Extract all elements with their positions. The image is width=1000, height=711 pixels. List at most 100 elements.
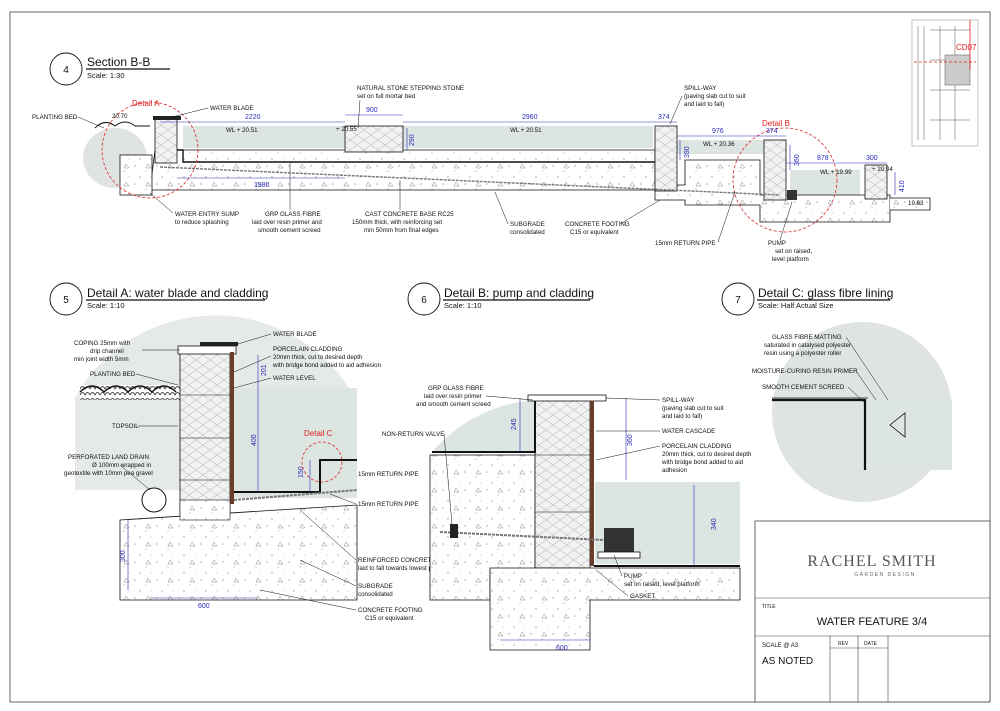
label-water-blade: WATER BLADE bbox=[210, 105, 254, 112]
label-a-water-level: WATER LEVEL bbox=[273, 375, 316, 382]
label-a-base-2: laid to fall towards lowest pool bbox=[358, 565, 440, 572]
label-c-matting-2: saturated in catalysed polyester bbox=[764, 342, 851, 349]
detail-a-water bbox=[232, 388, 357, 498]
label-grp-1: GRP GLASS FIBRE bbox=[265, 211, 321, 218]
left-wall bbox=[154, 117, 178, 164]
detail-c-ref: Detail C bbox=[304, 429, 333, 438]
detail-a-dim-300: 300 bbox=[120, 550, 127, 562]
label-stepping-stone-1: NATURAL STONE STEPPING STONE bbox=[357, 85, 464, 92]
label-sump-1: WATER-ENTRY SUMP bbox=[175, 211, 239, 218]
label-a-drain-2: Ø 100mm wrapped in bbox=[92, 462, 152, 469]
label-footing-1: CONCRETE FOOTING bbox=[565, 221, 630, 228]
detail-b-dim-245: 245 bbox=[511, 418, 518, 430]
level-2070: 20.70 bbox=[112, 113, 128, 120]
label-a-subgrade-1: SUBGRADE bbox=[358, 583, 393, 590]
level-wl1999: WL + 19.99 bbox=[820, 169, 852, 176]
label-b-pump-1: PUMP bbox=[624, 573, 642, 580]
level-wl2051a: WL + 20.51 bbox=[226, 127, 258, 134]
detail-a-title: Detail A: water blade and cladding bbox=[87, 286, 268, 300]
label-b-spillway-2: (paving slab cut to suit bbox=[662, 405, 724, 412]
label-a-subgrade-2: consolidated bbox=[358, 591, 393, 598]
detail-a-wall bbox=[179, 351, 231, 521]
label-pump-3: level platform bbox=[772, 256, 809, 263]
detail-a-ref: Detail A bbox=[132, 99, 160, 108]
water-entry-sump bbox=[119, 154, 153, 196]
label-a-coping-3: min joint width 5mm bbox=[74, 356, 129, 363]
label-footing-2: C15 or equivalent bbox=[570, 229, 619, 236]
spillway-wall bbox=[654, 125, 678, 192]
detail-b-non-return-valve bbox=[450, 524, 458, 538]
date-label: DATE bbox=[864, 641, 878, 647]
label-stepping-stone-2: set on full mortar bed bbox=[357, 93, 416, 100]
detail-a-number: 5 bbox=[63, 295, 69, 306]
label-a-footing-2: C15 or equivalent bbox=[365, 615, 414, 622]
detail-c-number: 7 bbox=[735, 295, 741, 306]
lower-pool-water bbox=[790, 170, 860, 196]
detail-b-dim-340: 340 bbox=[711, 518, 718, 530]
detail-c-lining bbox=[772, 398, 867, 470]
title-label: TITLE bbox=[762, 604, 776, 610]
label-a-base-1: REINFORCED CONCRETE BASE bbox=[358, 557, 454, 564]
section-bb-title: Section B-B bbox=[87, 55, 150, 69]
label-a-return-pipe: 15mm RETURN PIPE bbox=[358, 501, 419, 508]
level-wl2051b: WL + 20.51 bbox=[510, 127, 542, 134]
label-b-return-pipe: 15mm RETURN PIPE bbox=[358, 471, 419, 478]
return-pipe bbox=[159, 166, 781, 196]
brand-sub: GARDEN DESIGN bbox=[854, 572, 915, 578]
label-base-2: 150mm thick, with reinforcing set bbox=[352, 219, 442, 226]
lower-wall bbox=[864, 164, 888, 200]
dim-2220: 2220 bbox=[245, 114, 261, 121]
detail-b-dim-360: 360 bbox=[627, 434, 634, 446]
upper-pool-water bbox=[183, 126, 653, 148]
detail-a-land-drain bbox=[141, 487, 167, 513]
section-bb: 4 Section B-B Scale: 1:30 bbox=[32, 52, 931, 263]
section-bb-dimensions bbox=[160, 114, 896, 195]
detail-a-dim-600: 600 bbox=[198, 603, 210, 610]
detail-a-dim-400: 400 bbox=[251, 434, 258, 446]
dim-1980: 1980 bbox=[254, 182, 270, 189]
label-b-porcelain-3: with bridge bond added to aid bbox=[661, 459, 744, 466]
label-a-footing-1: CONCRETE FOOTING bbox=[358, 607, 423, 614]
label-b-porcelain-2: 20mm thick, cut to desired depth bbox=[662, 451, 752, 458]
label-b-spillway-3: and laid to fall) bbox=[662, 413, 702, 420]
detail-b-callout bbox=[732, 127, 838, 233]
label-b-gasket: GASKET bbox=[630, 593, 655, 600]
label-base-1: CAST CONCRETE BASE RC25 bbox=[365, 211, 454, 218]
sheet-title: WATER FEATURE 3/4 bbox=[817, 616, 927, 628]
label-b-spillway-1: SPILL-WAY bbox=[662, 397, 694, 404]
dim-300: 300 bbox=[866, 155, 878, 162]
label-c-screed: SMOOTH CEMENT SCREED bbox=[762, 384, 845, 391]
label-b-porcelain-4: adhesion bbox=[662, 467, 688, 474]
section-bb-number: 4 bbox=[63, 65, 69, 76]
dim-976: 976 bbox=[712, 128, 724, 135]
label-a-porcelain-2: 20mm thick, cut to desired depth bbox=[273, 354, 363, 361]
label-b-grp-2: laid over resin primer bbox=[424, 393, 482, 400]
detail-a-planting-soil bbox=[80, 385, 180, 400]
label-b-cascade: WATER CASCADE bbox=[662, 428, 715, 435]
label-b-grp-1: GRP GLASS FIBRE bbox=[428, 385, 484, 392]
label-a-coping-2: drip channel bbox=[90, 348, 124, 355]
sheet-border bbox=[9, 11, 991, 703]
label-b-nrv: NON-RETURN VALVE bbox=[382, 431, 444, 438]
pump bbox=[787, 190, 797, 200]
label-b-porcelain-1: PORCELAIN CLADDING bbox=[662, 443, 732, 450]
label-sump-2: to reduce splashing bbox=[175, 219, 229, 226]
label-b-grp-3: and smooth cement screed bbox=[416, 401, 491, 408]
detail-b-pump bbox=[604, 528, 634, 552]
label-a-porcelain-3: with bridge bond added to aid adhesion bbox=[272, 362, 382, 369]
detail-a: 5 Detail A: water blade and cladding Sca… bbox=[49, 282, 454, 622]
level-2004: + 20.04 bbox=[872, 166, 893, 173]
label-return-pipe: 15mm RETURN PIPE bbox=[655, 240, 716, 247]
label-a-coping-1: COPING 25mm with bbox=[74, 340, 131, 347]
label-planting-bed: PLANTING BED bbox=[32, 114, 78, 121]
label-c-primer: MOISTURE-CURING RESIN PRIMER bbox=[752, 368, 858, 375]
dim-374b: 374 bbox=[766, 128, 778, 135]
label-base-3: min 50mm from final edges bbox=[364, 227, 439, 234]
brand-name: RACHEL SMITH bbox=[807, 553, 936, 570]
detail-a-coping bbox=[177, 345, 237, 355]
detail-b-dim-600: 600 bbox=[556, 645, 568, 652]
middle-pool-water bbox=[672, 140, 764, 154]
detail-a-concrete-base bbox=[119, 504, 358, 601]
detail-b-wall bbox=[534, 397, 591, 569]
